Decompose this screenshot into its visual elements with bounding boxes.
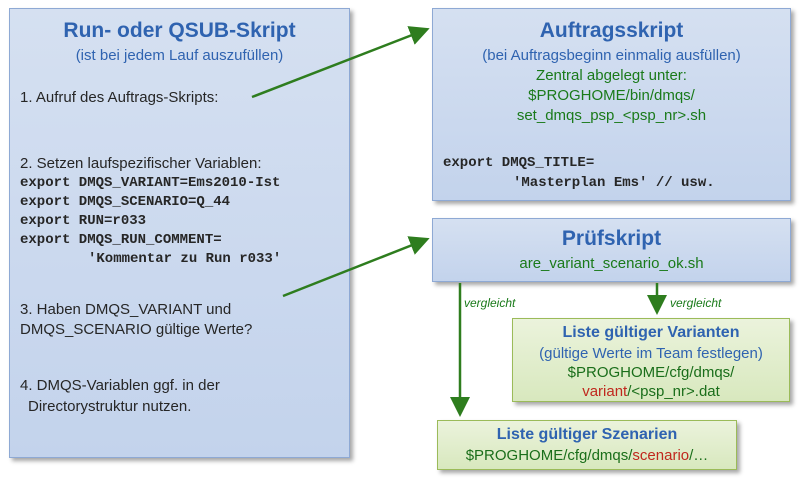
step-3-line-1: 3. Haben DMQS_VARIANT und — [20, 301, 232, 318]
pruefskript-box: Prüfskript are_variant_scenario_ok.sh — [432, 218, 791, 282]
arrow-call-pruefskript — [282, 236, 430, 298]
variant-list-path-1: $PROGHOME/cfg/dmqs/ — [567, 364, 735, 381]
variant-list-box: Liste gültiger Varianten (gültige Werte … — [512, 318, 790, 402]
step-4-line-1: 4. DMQS-Variablen ggf. in der — [20, 377, 220, 394]
arrow-call-auftragsskript — [251, 26, 430, 99]
step-4-line-2: Directorystruktur nutzen. — [28, 398, 192, 415]
code-line-comment-value: 'Kommentar zu Run r033' — [88, 251, 282, 267]
code-line-variant: export DMQS_VARIANT=Ems2010-Ist — [20, 175, 281, 191]
code-line-title: export DMQS_TITLE= — [443, 155, 595, 171]
auftragsskript-title: Auftragsskript — [539, 19, 684, 42]
auftragsskript-subtitle: (bei Auftragsbeginn einmalig ausfüllen) — [482, 47, 741, 64]
code-line-run: export RUN=r033 — [20, 213, 147, 229]
code-line-run-comment: export DMQS_RUN_COMMENT= — [20, 232, 222, 248]
storage-location-file: set_dmqs_psp_<psp_nr>.sh — [516, 107, 707, 124]
variant-list-title: Liste gültiger Varianten — [562, 324, 740, 341]
code-line-title-value: 'Masterplan Ems' // usw. — [513, 175, 715, 191]
step-3-line-2: DMQS_SCENARIO gültige Werte? — [20, 321, 253, 338]
compare-label-right: vergleicht — [670, 296, 722, 310]
step-2-text: 2. Setzen laufspezifischer Variablen: — [20, 155, 262, 172]
storage-location-label: Zentral abgelegt unter: — [536, 67, 687, 84]
pruefskript-filename: are_variant_scenario_ok.sh — [519, 255, 704, 272]
compare-label-left: vergleicht — [464, 296, 516, 310]
scenario-list-box: Liste gültiger Szenarien $PROGHOME/cfg/d… — [437, 420, 737, 470]
run-script-subtitle: (ist bei jedem Lauf auszufüllen) — [75, 47, 284, 64]
scenario-list-path: $PROGHOME/cfg/dmqs/scenario/… — [438, 447, 736, 464]
variant-path-highlight: variant — [582, 383, 628, 400]
pruefskript-title: Prüfskript — [561, 227, 662, 250]
scenario-list-title: Liste gültiger Szenarien — [496, 426, 678, 443]
scenario-path-highlight: scenario — [632, 447, 690, 464]
variant-list-subtitle: (gültige Werte im Team festlegen) — [539, 345, 763, 362]
run-script-title: Run- oder QSUB-Skript — [63, 19, 296, 42]
variant-path-rest: /<psp_nr>.dat — [627, 383, 720, 400]
step-1-text: 1. Aufruf des Auftrags-Skripts: — [20, 89, 219, 106]
scenario-path-post: /… — [689, 447, 709, 464]
code-line-scenario: export DMQS_SCENARIO=Q_44 — [20, 194, 231, 210]
variant-list-path-2: variant/<psp_nr>.dat — [513, 383, 789, 400]
run-script-box: Run- oder QSUB-Skript (ist bei jedem Lau… — [9, 8, 350, 458]
storage-location-dir: $PROGHOME/bin/dmqs/ — [528, 87, 695, 104]
auftragsskript-box: Auftragsskript (bei Auftragsbeginn einma… — [432, 8, 791, 201]
scenario-path-pre: $PROGHOME/cfg/dmqs/ — [465, 447, 633, 464]
